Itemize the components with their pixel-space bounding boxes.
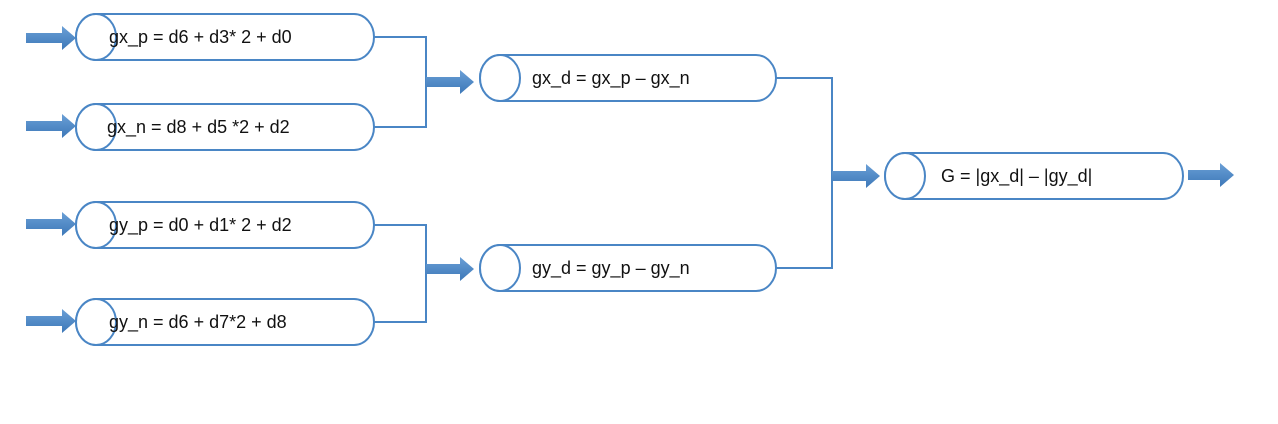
connector-gy (374, 224, 427, 323)
pipe-gx-d (479, 54, 777, 102)
gy-p-equation: gy_p = d0 + d1* 2 + d2 (109, 215, 292, 235)
input-arrow-gy-n-icon (26, 309, 76, 333)
input-arrow-gy-p-icon (26, 212, 76, 236)
merge-arrow-gx-icon (426, 70, 474, 94)
gx-p-equation: gx_p = d6 + d3* 2 + d0 (109, 27, 292, 47)
input-arrow-gx-n-icon (26, 114, 76, 138)
gy-n-equation: gy_n = d6 + d7*2 + d8 (109, 312, 287, 332)
output-arrow-icon (1188, 163, 1234, 187)
gx-n-equation: gx_n = d8 + d5 *2 + d2 (107, 117, 290, 137)
connector-final (776, 77, 833, 269)
pipe-gy-d (479, 244, 777, 292)
merge-arrow-gy-icon (426, 257, 474, 281)
pipe-gx-p (75, 13, 375, 61)
connector-gx (374, 36, 427, 128)
merge-arrow-final-icon (832, 164, 880, 188)
gx-d-equation: gx_d = gx_p – gx_n (532, 68, 690, 88)
gy-d-equation: gy_d = gy_p – gy_n (532, 258, 690, 278)
input-arrow-gx-p-icon (26, 26, 76, 50)
pipe-gx-n (75, 103, 375, 151)
arrows (26, 26, 1234, 333)
pipes (75, 13, 1184, 346)
pipe-gy-n (75, 298, 375, 346)
pipe-gy-p (75, 201, 375, 249)
pipe-G (884, 152, 1184, 200)
G-equation: G = |gx_d| – |gy_d| (941, 166, 1093, 186)
